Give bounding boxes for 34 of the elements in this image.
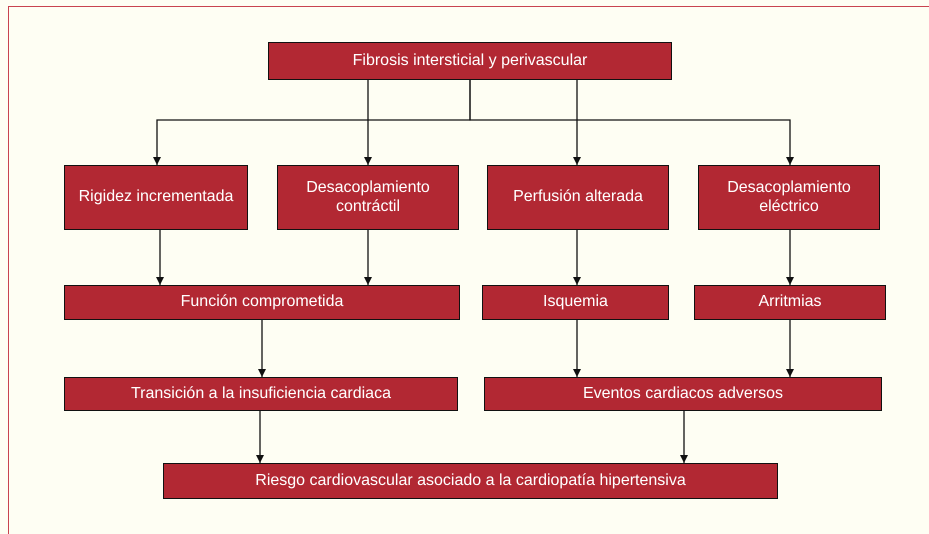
process-box bbox=[268, 42, 672, 80]
arrow bbox=[786, 320, 794, 377]
arrow bbox=[364, 80, 372, 165]
process-box bbox=[64, 377, 458, 411]
arrow bbox=[573, 320, 581, 377]
box-label: Desacoplamiento contráctil bbox=[305, 179, 431, 216]
arrow bbox=[786, 230, 794, 285]
process-box bbox=[163, 463, 778, 499]
arrow bbox=[156, 230, 164, 285]
process-box bbox=[277, 165, 459, 230]
box-label: Desacoplamiento eléctrico bbox=[726, 179, 852, 216]
box-label: Fibrosis intersticial y perivascular bbox=[352, 52, 588, 70]
process-box bbox=[64, 285, 460, 320]
box-label: Eventos cardiacos adversos bbox=[582, 384, 784, 404]
arrow bbox=[364, 230, 372, 285]
box-label: Función comprometida bbox=[180, 293, 344, 312]
arrow bbox=[680, 411, 688, 463]
process-box bbox=[482, 285, 669, 320]
process-box bbox=[698, 165, 880, 230]
process-box bbox=[484, 377, 882, 411]
arrow bbox=[573, 80, 581, 165]
process-box bbox=[487, 165, 669, 230]
process-box bbox=[694, 285, 886, 320]
box-label: Riesgo cardiovascular asociado a la cardiopatía hipertensiva bbox=[255, 472, 686, 490]
box-label: Perfusión alterada bbox=[513, 188, 643, 207]
box-label: Rigidez incrementada bbox=[78, 188, 234, 207]
box-label: Arritmias bbox=[758, 293, 822, 312]
box-label: Transición a la insuficiencia cardiaca bbox=[131, 384, 391, 404]
arrow bbox=[256, 411, 264, 463]
box-label: Isquemia bbox=[543, 293, 608, 312]
arrow bbox=[573, 230, 581, 285]
arrow bbox=[469, 80, 794, 165]
process-box bbox=[64, 165, 248, 230]
arrow bbox=[258, 320, 266, 377]
